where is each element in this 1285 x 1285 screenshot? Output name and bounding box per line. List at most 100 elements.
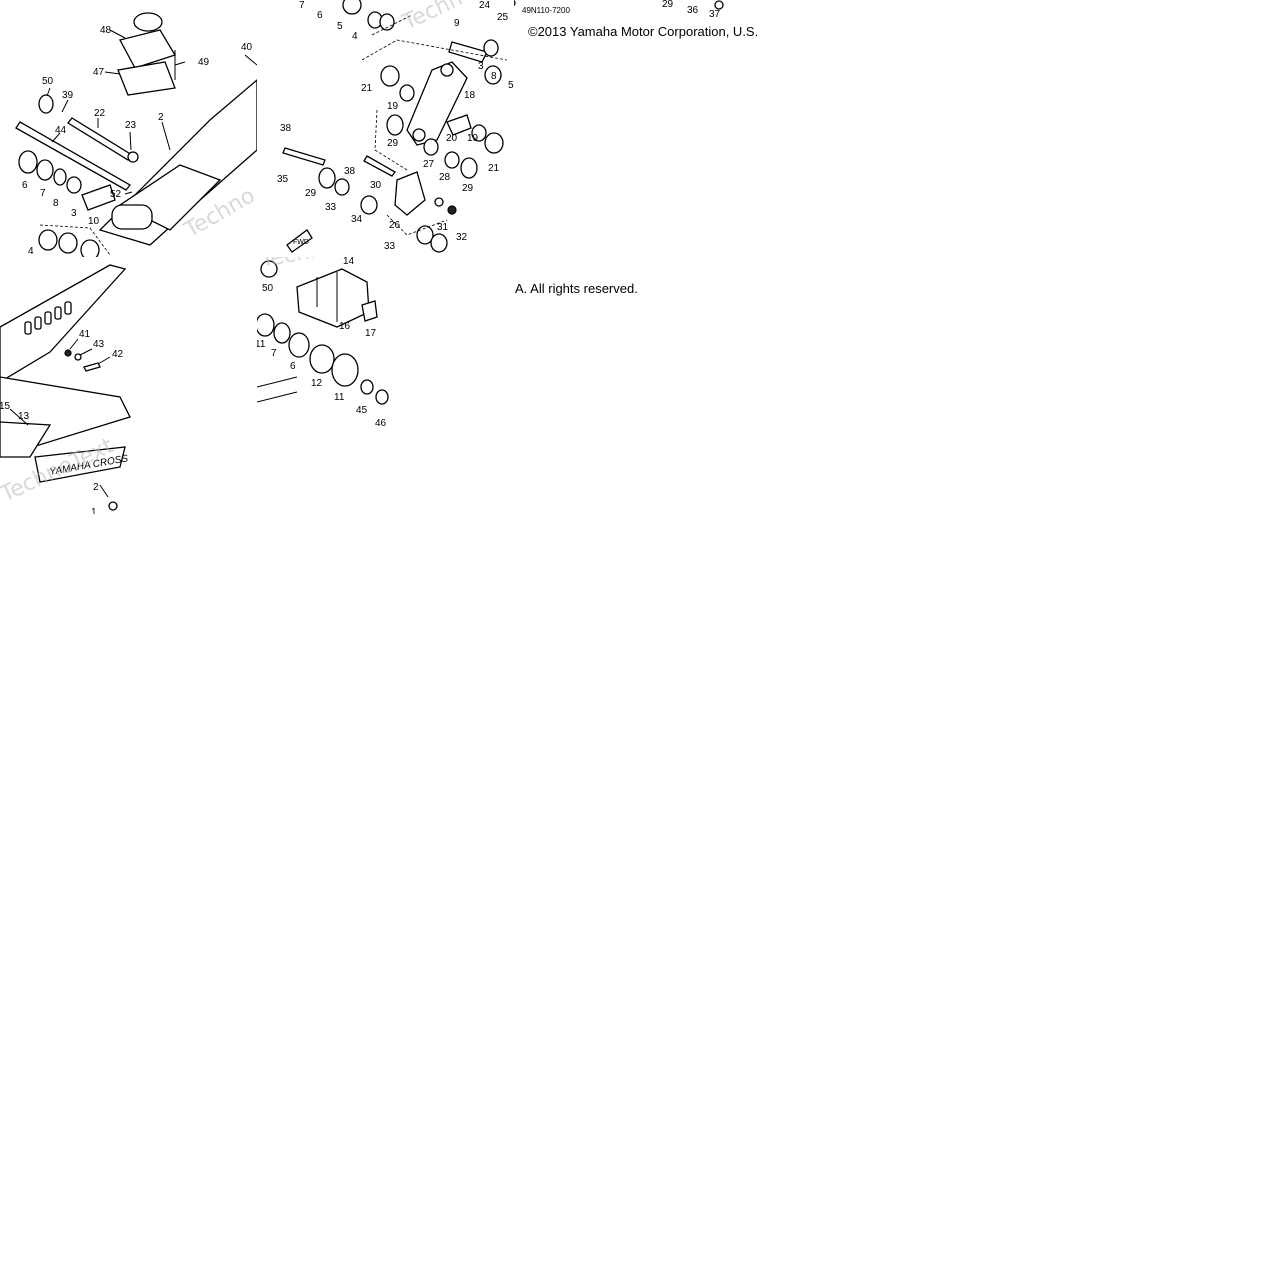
callout-number: 9 [454,18,460,29]
bearing-7b [273,322,291,344]
callout-number: 11 [334,392,345,403]
bushing-27 [423,138,439,156]
callout-number: 8 [53,198,59,209]
callout-number: 39 [62,90,74,101]
callout-number: 7 [40,188,46,199]
callout-number: 5 [337,21,343,32]
seal-6c [288,332,310,358]
callout-number: 50 [262,283,274,294]
connecting-rod [394,171,426,216]
washer-8 [53,168,67,186]
copyright-line-2: A. All rights reserved. [515,281,638,296]
callout-number: 14 [343,257,355,267]
collar-12 [309,344,335,374]
callout-number: 19 [387,101,399,112]
callout-number: 24 [479,0,491,11]
callout-number: 6 [317,10,323,21]
cover-cap [133,12,163,32]
callout-number: 21 [488,163,500,174]
callout-number: 4 [352,31,358,42]
callout-number: 3 [71,208,77,219]
bushing-50 [38,94,54,114]
seal-29b [386,114,404,136]
callout-number: 16 [339,321,351,332]
fwd-direction-badge: FWD [286,229,313,253]
diagram-code: 49N110-7200 [522,6,570,15]
chain-slider-13 [0,421,52,458]
decal-plate [34,446,126,483]
collar-3 [66,176,82,194]
seal-4b [58,232,78,254]
seal-plate [117,61,176,96]
callout-number: 43 [93,339,105,350]
callout-number: 3 [478,61,484,72]
copyright-line-1: ©2013 Yamaha Motor Corporation, U.S. [528,24,759,39]
seal-21b [484,132,504,154]
bolt-35 [282,147,326,166]
seal-6 [18,150,38,174]
diagram-tile-footer: A. All rights reserved. [514,257,771,514]
callout-number: 7 [271,348,277,359]
seal-21a [380,65,400,87]
callout-number: 33 [325,202,337,213]
callout-number: 47 [93,67,105,78]
callout-number: 15 [0,401,11,412]
callout-number: 31 [437,222,449,233]
spacer-34 [360,195,378,215]
callout-number: 44 [55,125,67,136]
collar-33b [416,225,434,245]
pivot-collar [111,204,153,230]
bearing-7 [36,159,54,181]
bushing-19a [399,84,415,102]
seal-11b [331,353,359,387]
washer-8b [484,65,502,85]
callout-number: 19 [467,133,479,144]
bushing-50b [260,260,278,278]
callout-number: 38 [280,123,292,134]
callout-number: 42 [112,349,124,360]
bushing-19b [471,124,487,142]
spacer-10 [81,184,116,211]
collar-33a [334,178,350,196]
svg-text:Techno: Techno [258,257,339,273]
callout-number: 34 [351,214,363,225]
callout-number: 23 [125,120,137,131]
bolt-22 [67,117,133,161]
callout-number: 21 [361,83,373,94]
collar-28 [444,151,460,169]
callout-number: 41 [79,329,91,340]
callout-number: 29 [387,138,399,149]
seal-29a [318,167,336,189]
callout-number: 49 [198,57,210,68]
callout-number: 18 [464,90,476,101]
callout-number: 10 [88,216,100,227]
callout-number: 6 [22,180,28,191]
callout-number: 32 [456,232,468,243]
callout-number: 2 [93,482,99,493]
callout-number: 2 [158,112,164,123]
pivot-shaft [15,121,131,191]
callout-number: 22 [94,108,106,119]
adjuster-slots [24,301,72,335]
callout-number: 25 [497,12,509,23]
relay-arm [406,61,468,146]
swingarm-arm-rear [0,264,127,383]
callout-number: 8 [491,71,497,82]
callout-number: 20 [446,133,458,144]
washer-45 [360,379,374,395]
callout-number: 11 [257,339,266,350]
screw-1 [108,501,118,511]
callout-number: 48 [100,25,112,36]
callout-number: 29 [662,0,674,10]
callout-number: 38 [344,166,356,177]
callout-number: 27 [423,159,435,170]
callout-number: 30 [370,180,382,191]
seal-29c [460,157,478,179]
